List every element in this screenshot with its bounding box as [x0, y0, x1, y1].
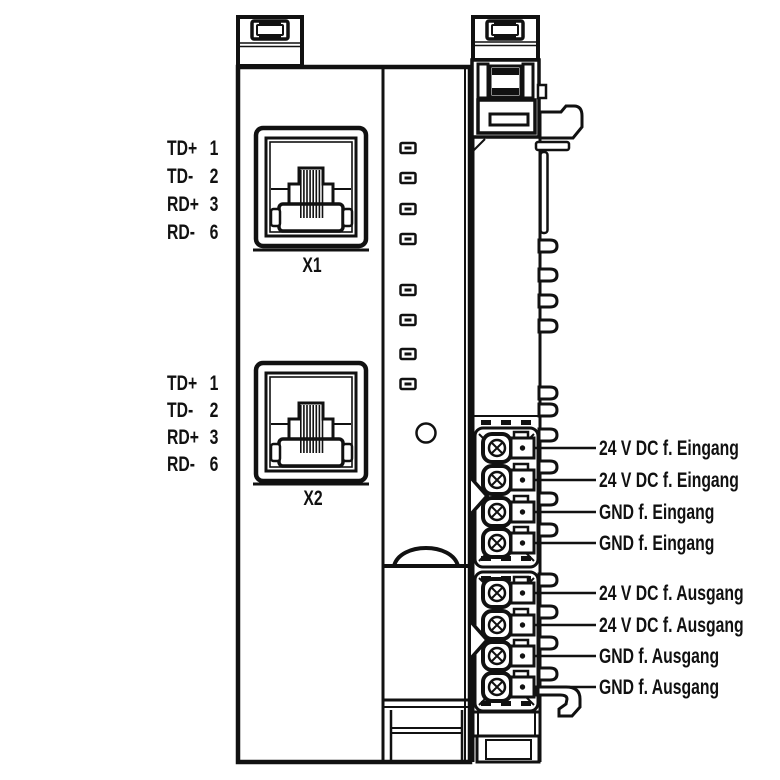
- contact-tab: [537, 385, 559, 401]
- led-indicator: [399, 347, 417, 361]
- bus-lock: [470, 58, 548, 139]
- pin-signal: TD-: [167, 164, 193, 188]
- terminal-label: GND f. Ausgang: [599, 675, 719, 699]
- pin-signal: TD+: [167, 371, 197, 395]
- pin-number: 6: [210, 220, 219, 244]
- led-strip: [399, 141, 417, 391]
- latch-handle: [250, 19, 290, 41]
- terminal-tab: [537, 572, 559, 588]
- led-indicator: [399, 141, 417, 155]
- rj45-jack-icon: [256, 128, 366, 246]
- terminal-label: 24 V DC f. Eingang: [599, 468, 739, 492]
- pin-number: 2: [210, 398, 219, 422]
- port-label-x2: X2: [303, 486, 322, 510]
- pin-number: 1: [210, 371, 219, 395]
- power-terminal: [481, 607, 536, 641]
- contact-tab: [537, 402, 559, 418]
- leader-lines: [534, 446, 596, 689]
- terminal-label: GND f. Eingang: [599, 500, 714, 524]
- terminal-label: GND f. Ausgang: [599, 644, 719, 668]
- terminal-label: 24 V DC f. Eingang: [599, 436, 739, 460]
- module-midsection: [384, 546, 469, 761]
- contact-tab: [537, 293, 559, 309]
- mounting-hook-bottom: [535, 685, 582, 718]
- module-body: [235, 64, 473, 765]
- terminal-label: 24 V DC f. Ausgang: [599, 613, 744, 637]
- pin-number: 3: [210, 192, 219, 216]
- power-terminal: [481, 462, 536, 496]
- led-indicator: [399, 377, 417, 391]
- power-terminal: [481, 669, 536, 703]
- terminal-tabs: [537, 427, 559, 682]
- power-terminal: [481, 575, 536, 609]
- latch-handle: [485, 19, 525, 41]
- terminal-tab: [537, 491, 559, 507]
- top-latch-left: [236, 15, 304, 68]
- power-terminal: [481, 430, 536, 464]
- pin-signal: RD-: [167, 220, 195, 244]
- power-terminal: [481, 638, 536, 672]
- terminal-tab: [537, 604, 559, 620]
- round-indicator: [415, 422, 437, 444]
- side-rail: [539, 150, 549, 235]
- ethernet-port-x1: [253, 128, 369, 252]
- led-indicator: [399, 202, 417, 216]
- pin-number: 3: [210, 425, 219, 449]
- rj45-jack-icon: [256, 363, 366, 481]
- power-terminal: [481, 494, 536, 528]
- power-column-foot: [473, 710, 541, 764]
- ethernet-port-x2: [253, 363, 369, 486]
- contact-tab: [537, 238, 559, 254]
- dome-detail: [391, 546, 461, 568]
- terminal-tab: [537, 522, 559, 538]
- terminal-tab: [537, 427, 559, 443]
- pinout-x1: TD+ 1 TD- 2 RD+ 3 RD- 6 X1: [167, 136, 322, 277]
- terminal-label: 24 V DC f. Ausgang: [599, 581, 744, 605]
- pin-signal: TD-: [167, 398, 193, 422]
- pin-signal: RD+: [167, 425, 199, 449]
- pin-signal: TD+: [167, 136, 197, 160]
- power-terminal: [481, 525, 536, 559]
- pinout-x2: TD+ 1 TD- 2 RD+ 3 RD- 6 X2: [167, 371, 323, 510]
- contact-tab: [537, 318, 559, 334]
- mounting-hook-top: [534, 104, 584, 152]
- led-indicator: [399, 313, 417, 327]
- led-indicator: [399, 283, 417, 297]
- contact-tab: [537, 267, 559, 283]
- pin-signal: RD-: [167, 452, 195, 476]
- pin-number: 1: [210, 136, 219, 160]
- pin-number: 2: [210, 164, 219, 188]
- top-latch-right: [471, 15, 540, 62]
- pin-signal: RD+: [167, 192, 199, 216]
- terminal-label: GND f. Eingang: [599, 531, 714, 555]
- led-indicator: [399, 232, 417, 246]
- pin-number: 6: [210, 452, 219, 476]
- terminal-tab: [537, 459, 559, 475]
- port-label-x1: X1: [302, 253, 321, 277]
- terminal-tab: [537, 666, 559, 682]
- terminal-tab: [537, 635, 559, 651]
- bus-contact-tabs: [537, 238, 559, 418]
- power-terminal-labels: 24 V DC f. Eingang 24 V DC f. Eingang GN…: [599, 436, 744, 699]
- led-indicator: [399, 171, 417, 185]
